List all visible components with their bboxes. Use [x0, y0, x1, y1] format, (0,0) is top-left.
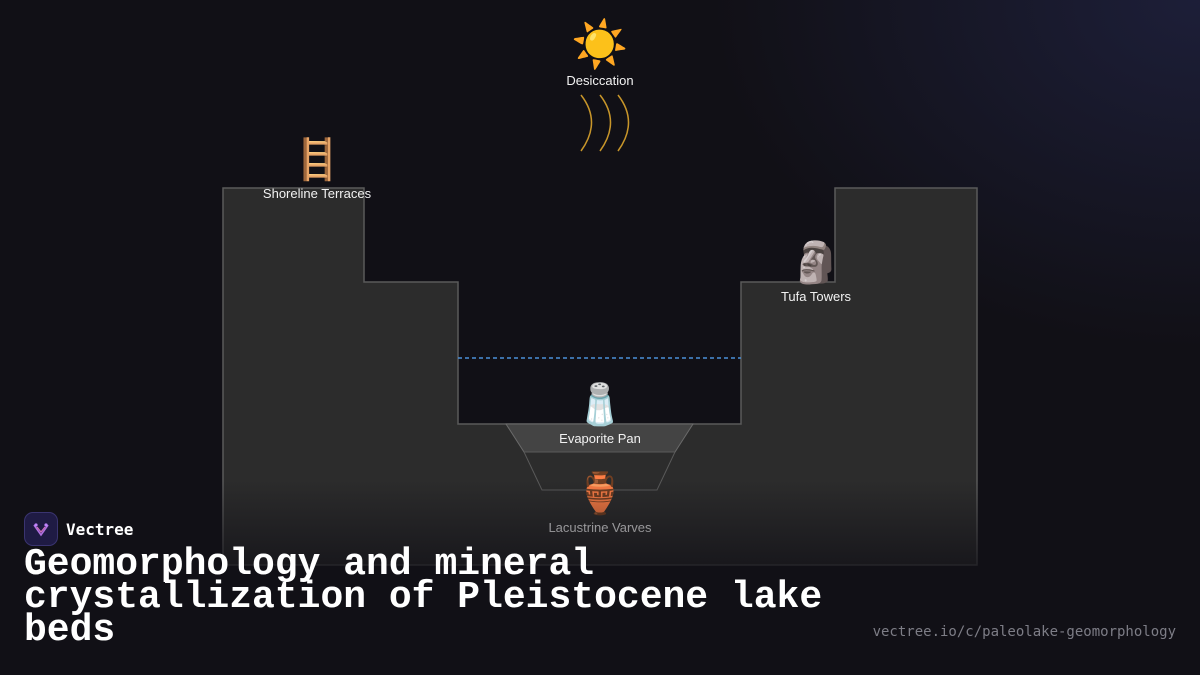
heat-wave — [580, 94, 593, 152]
ladder-icon: 🪜 — [292, 136, 342, 183]
amphora-icon: 🏺 — [575, 470, 625, 517]
sun-icon: ☀️ — [571, 16, 628, 72]
lacustrine-varves-label: Lacustrine Varves — [548, 520, 652, 535]
brand-name: Vectree — [66, 519, 134, 539]
vectree-logo-icon — [24, 512, 58, 546]
heat-wave — [599, 94, 612, 152]
evaporite-pan-label: Evaporite Pan — [559, 431, 641, 446]
source-url[interactable]: vectree.io/c/paleolake-geomorphology — [872, 624, 1176, 640]
brand: Vectree — [24, 512, 133, 546]
salt-shaker-icon: 🧂 — [575, 380, 625, 428]
page-title: Geomorphology and mineral crystallizatio… — [24, 543, 823, 652]
shoreline-terraces-label: Shoreline Terraces — [263, 186, 372, 201]
desiccation-label: Desiccation — [566, 73, 633, 88]
heat-waves — [580, 94, 630, 152]
heat-wave — [617, 94, 630, 152]
moai-icon: 🗿 — [791, 239, 841, 286]
tufa-towers-label: Tufa Towers — [781, 289, 852, 304]
